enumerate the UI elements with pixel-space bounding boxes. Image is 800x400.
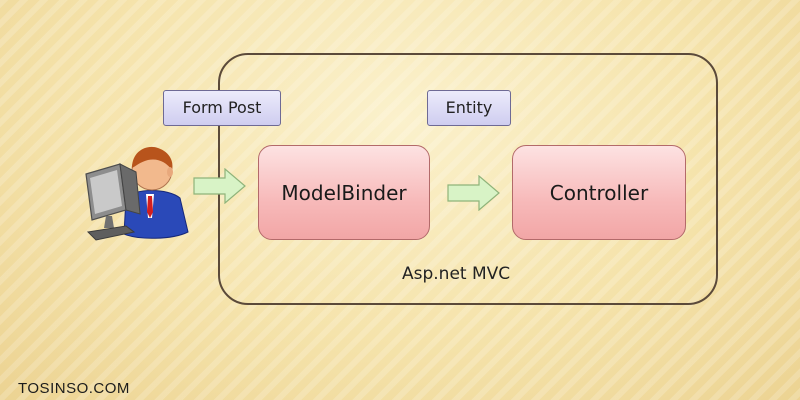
modelbinder-node: ModelBinder xyxy=(258,145,430,240)
modelbinder-label: ModelBinder xyxy=(281,180,407,205)
right-arrow-icon xyxy=(447,175,500,211)
container-label: Asp.net MVC xyxy=(402,264,511,284)
controller-label: Controller xyxy=(549,180,649,205)
entity-tag: Entity xyxy=(427,90,511,126)
controller-node: Controller xyxy=(512,145,686,240)
form-post-tag: Form Post xyxy=(163,90,281,126)
right-arrow-icon xyxy=(193,168,246,204)
user-at-computer-icon xyxy=(85,146,189,241)
watermark: TOSINSO.COM xyxy=(18,380,130,397)
